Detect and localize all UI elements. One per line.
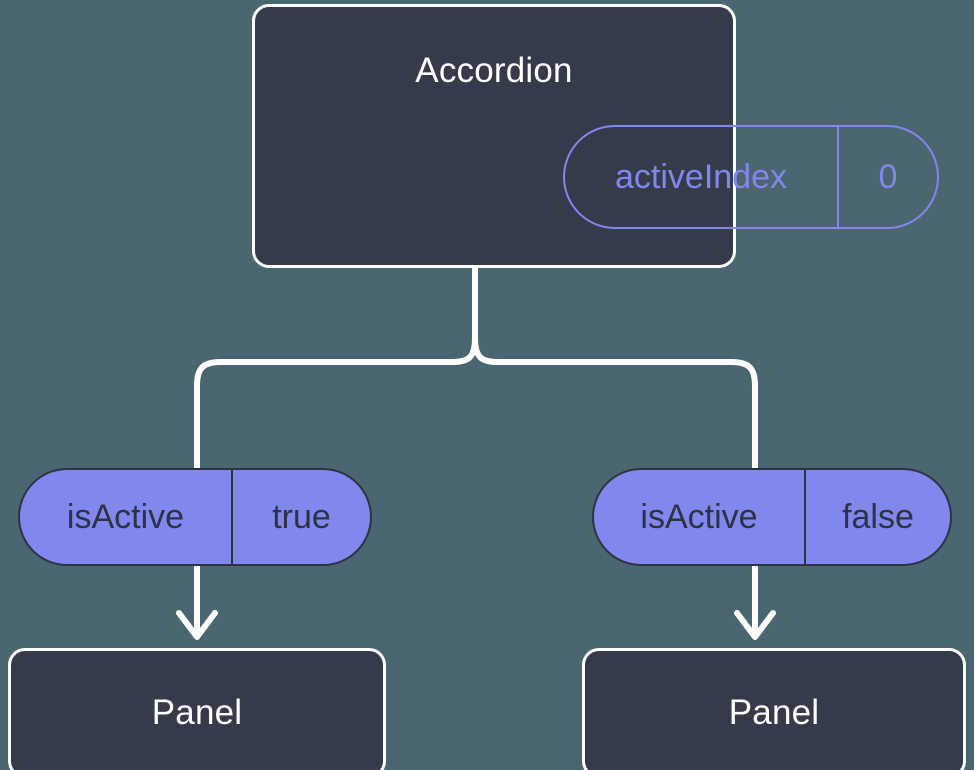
node-panel-right[interactable]: Panel [582, 648, 966, 770]
node-panel-right-title: Panel [728, 693, 820, 732]
node-panel-left[interactable]: Panel [8, 648, 386, 770]
node-accordion-title: Accordion [415, 51, 573, 90]
node-panel-left-title: Panel [151, 693, 243, 732]
arrow-right-head [734, 610, 776, 640]
connector-fork-left [194, 335, 478, 471]
prop-badge-value: false [842, 498, 914, 536]
state-badge-active-index[interactable]: activeIndex 0 [563, 125, 939, 229]
node-accordion[interactable]: Accordion activeIndex 0 [252, 4, 939, 268]
prop-badge-key: isActive [594, 470, 806, 564]
prop-badge-is-active-true[interactable]: isActive true [18, 468, 372, 566]
connector-fork-right [472, 335, 758, 471]
state-badge-key: activeIndex [565, 127, 839, 227]
prop-badge-key: isActive [20, 470, 233, 564]
state-badge-value: 0 [878, 158, 898, 196]
prop-badge-value: true [272, 498, 331, 536]
arrow-left-head [176, 610, 218, 640]
prop-badge-is-active-false[interactable]: isActive false [592, 468, 952, 566]
